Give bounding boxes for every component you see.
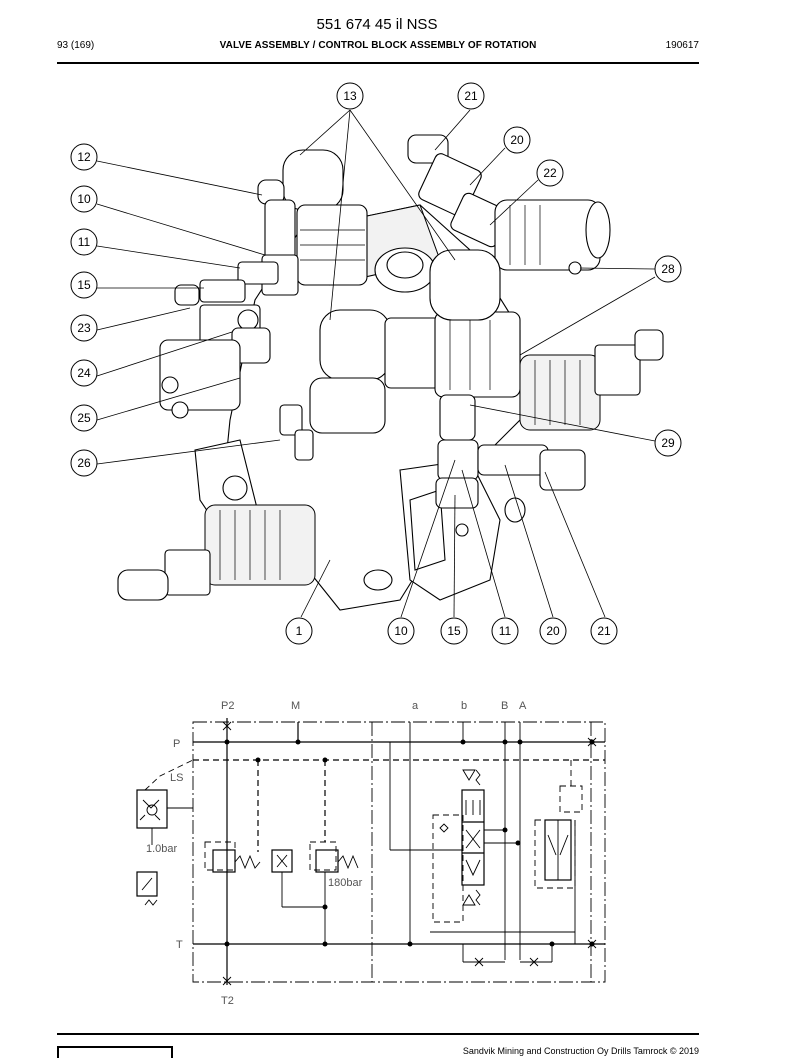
svg-text:21: 21	[464, 89, 478, 103]
pressure-label-1bar: 1.0bar	[146, 843, 178, 855]
callout-20-bottom: 20	[539, 617, 567, 645]
svg-text:28: 28	[661, 262, 675, 276]
callout-20-top: 20	[503, 126, 531, 154]
svg-text:20: 20	[546, 624, 560, 638]
callout-13: 13	[336, 82, 364, 110]
callout-10-bottom: 10	[387, 617, 415, 645]
callout-24: 24	[70, 359, 98, 387]
svg-text:15: 15	[447, 624, 461, 638]
callout-11: 11	[70, 228, 98, 256]
page-header: 93 (169) VALVE ASSEMBLY / CONTROL BLOCK …	[57, 40, 699, 54]
svg-text:21: 21	[597, 624, 611, 638]
callout-15-bottom: 15	[440, 617, 468, 645]
svg-text:26: 26	[77, 456, 91, 470]
svg-text:10: 10	[394, 624, 408, 638]
svg-text:15: 15	[77, 278, 91, 292]
callout-22: 22	[536, 159, 564, 187]
pressure-label-180bar: 180bar	[328, 877, 363, 889]
schematic-labels: P2 M a b B A P LS T T2 1.0bar 180bar	[146, 700, 527, 1007]
port-label-p: P	[173, 738, 180, 750]
svg-text:22: 22	[543, 166, 557, 180]
svg-text:24: 24	[77, 366, 91, 380]
port-label-a-lower: a	[412, 700, 419, 712]
callout-leaders	[96, 109, 656, 618]
callout-21-bottom: 21	[590, 617, 618, 645]
svg-text:25: 25	[77, 411, 91, 425]
valve-assembly-drawing	[117, 134, 664, 611]
callout-23: 23	[70, 314, 98, 342]
port-label-a-upper: A	[519, 700, 527, 712]
callout-1: 1	[285, 617, 313, 645]
svg-text:13: 13	[343, 89, 357, 103]
svg-text:23: 23	[77, 321, 91, 335]
port-label-p2: P2	[221, 700, 234, 712]
svg-text:12: 12	[77, 150, 91, 164]
page-info: 93 (169)	[57, 40, 95, 51]
copyright-notice: Sandvik Mining and Construction Oy Drill…	[462, 1046, 699, 1056]
port-label-b-upper: B	[501, 700, 508, 712]
callout-10: 10	[70, 185, 98, 213]
callout-25: 25	[70, 404, 98, 432]
callout-15: 15	[70, 271, 98, 299]
port-label-t2: T2	[221, 995, 234, 1007]
port-label-b-lower: b	[461, 700, 467, 712]
section-title: VALVE ASSEMBLY / CONTROL BLOCK ASSEMBLY …	[219, 40, 537, 51]
callout-12: 12	[70, 143, 98, 171]
port-label-ls: LS	[170, 772, 183, 784]
callout-21-top: 21	[457, 82, 485, 110]
svg-text:11: 11	[78, 235, 91, 249]
svg-text:1: 1	[296, 624, 303, 638]
port-label-m: M	[291, 700, 300, 712]
hydraulic-schematic	[136, 718, 606, 986]
svg-text:11: 11	[499, 624, 512, 638]
callout-28: 28	[654, 255, 682, 283]
footer-rule	[57, 1033, 699, 1035]
callout-26: 26	[70, 449, 98, 477]
svg-text:20: 20	[510, 133, 524, 147]
header-rule	[57, 62, 699, 64]
sandvik-logo	[57, 1046, 173, 1058]
svg-text:29: 29	[661, 436, 675, 450]
date-code: 190617	[665, 40, 699, 51]
callout-11-bottom: 11	[491, 617, 519, 645]
callout-29: 29	[654, 429, 682, 457]
document-number: 551 674 45 il NSS	[316, 16, 438, 33]
port-label-t: T	[176, 939, 183, 951]
svg-text:10: 10	[77, 192, 91, 206]
